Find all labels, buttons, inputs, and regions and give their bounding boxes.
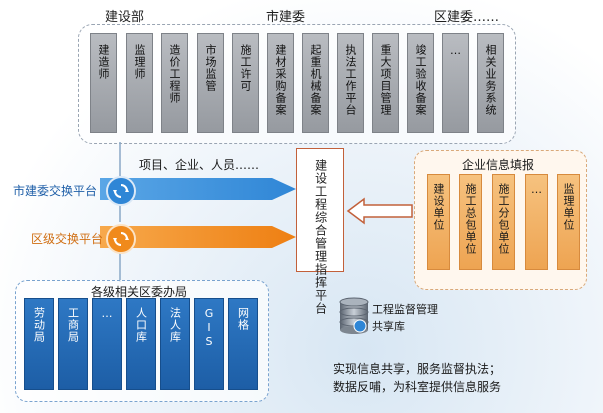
city-sync-icon [106,176,136,206]
system-column: 市场监管 [197,33,224,133]
enterprise-unit: 施工分包单位 [492,174,515,270]
office-column: … [92,298,122,390]
command-platform-box: 建设工程综合管理指挥平台 [296,148,344,315]
system-column: 相关业务系统 [477,33,504,133]
district-offices-title: 各级相关区委办局 [91,285,188,299]
system-column: 建材采购备案 [267,33,294,133]
office-column: 人口库 [126,298,156,390]
summary-line-2: 数据反哺，为科室提供信息服务 [333,380,502,394]
group-label-city: 市建委 [266,10,306,25]
system-column: 施工许可 [232,33,259,133]
district-exchange-label: 区级交换平台 [31,232,104,246]
system-column: 执法工作平台 [337,33,364,133]
shared-db-line2: 共享库 [372,320,405,333]
enterprise-title: 企业信息填报 [462,158,535,172]
command-platform-label: 建设工程综合管理指挥平台 [313,159,328,315]
summary-line-1: 实现信息共享，服务监督执法； [333,362,502,376]
system-column: 建造师 [90,33,117,133]
system-column: 竣工验收备案 [407,33,434,133]
system-column: 监理师 [126,33,153,133]
system-column: 重大项目管理 [372,33,399,133]
flow-caption: 项目、企业、人员…… [139,158,260,172]
group-label-ministry: 建设部 [105,10,145,25]
database-icon [339,297,369,334]
office-column: 劳动局 [24,298,54,390]
office-column: 工商局 [58,298,88,390]
district-exchange-arrow [100,226,296,248]
district-sync-icon [106,224,136,254]
office-column: GIS [194,298,224,390]
city-exchange-label: 市建委交换平台 [13,184,98,198]
city-exchange-arrow [100,178,296,200]
enterprise-to-platform-arrow [346,197,413,225]
enterprise-unit: … [525,174,548,270]
group-label-district: 区建委…… [434,10,500,25]
enterprise-unit: 建设单位 [427,174,450,270]
office-column: 网格 [228,298,258,390]
enterprise-unit: 监理单位 [557,174,580,270]
system-column: 起重机械备案 [302,33,329,133]
enterprise-unit: 施工总包单位 [459,174,482,270]
office-column: 法人库 [160,298,190,390]
system-column: 造价工程师 [161,33,188,133]
shared-db-line1: 工程监督管理 [372,303,438,316]
system-column: … [442,33,469,133]
